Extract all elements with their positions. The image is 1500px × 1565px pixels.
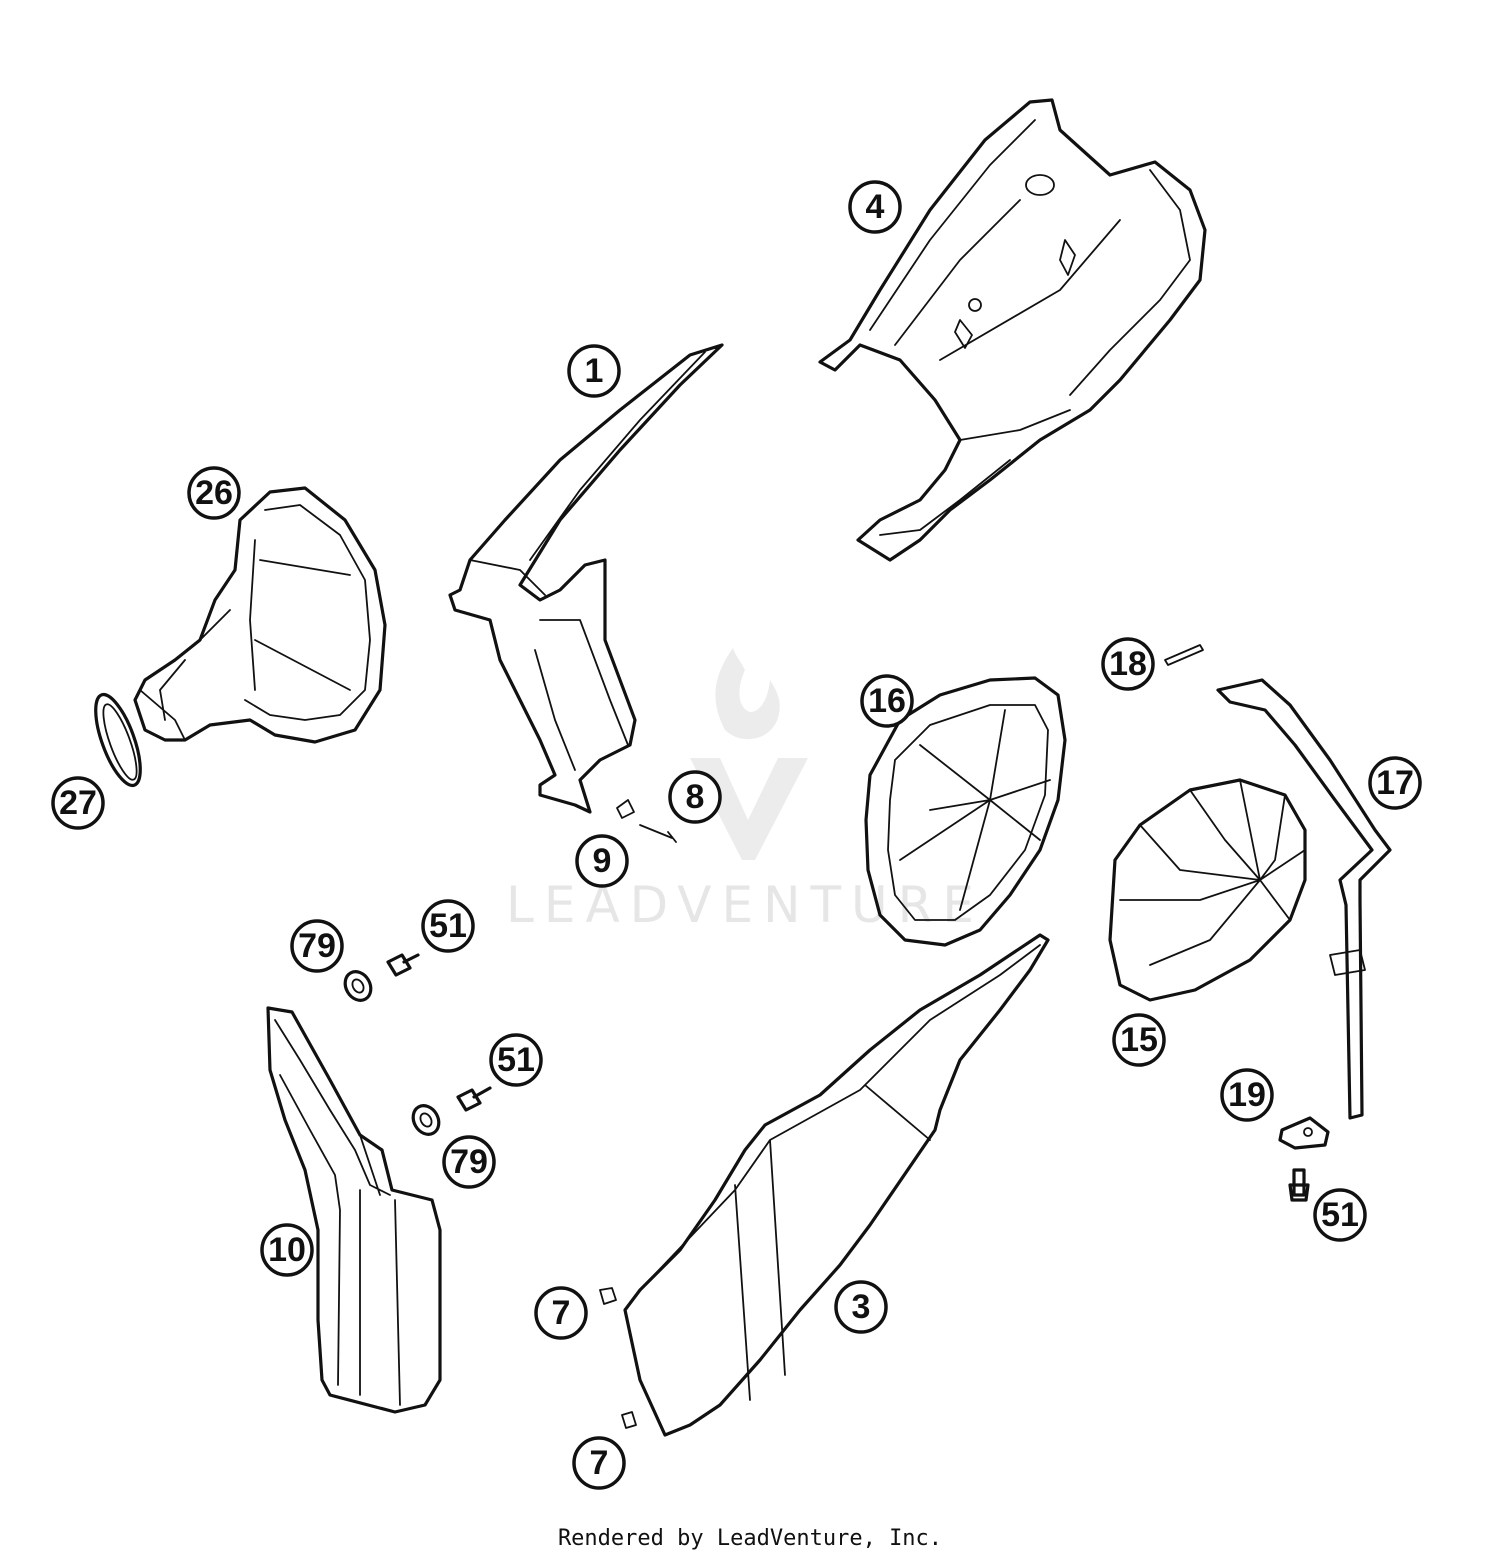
callout-label: 19 [1228, 1076, 1266, 1114]
part-15-air-filter [1108, 778, 1307, 1002]
callout-8: 8 [668, 770, 722, 824]
part-19-bracket [1278, 1116, 1330, 1150]
callout-label: 9 [593, 842, 612, 880]
watermark-logo [690, 648, 808, 860]
part-18-pin [1164, 644, 1204, 666]
callout-51-middle: 51 [489, 1033, 543, 1087]
callout-1: 1 [567, 344, 621, 398]
part-17-filter-bracket [1216, 678, 1392, 1120]
callout-26: 26 [187, 466, 241, 520]
callout-label: 8 [686, 778, 705, 816]
watermark-text: LEADVENTURE [506, 876, 984, 934]
part-4-rear-fender [818, 98, 1207, 562]
callout-label: 27 [59, 784, 97, 822]
callout-9: 9 [575, 834, 629, 888]
callout-label: 51 [429, 907, 467, 945]
callout-label: 3 [852, 1288, 871, 1326]
callout-3: 3 [834, 1280, 888, 1334]
part-10-side-duct [266, 1006, 442, 1414]
footer-credit: Rendered by LeadVenture, Inc. [557, 1526, 943, 1551]
callout-79-lower: 79 [442, 1135, 496, 1189]
callout-label: 79 [298, 927, 336, 965]
callout-4: 4 [848, 180, 902, 234]
part-1-side-panel [448, 343, 724, 814]
callout-27: 27 [51, 776, 105, 830]
callout-7-upper: 7 [534, 1286, 588, 1340]
callout-label: 1 [585, 352, 604, 390]
part-27-hose-clamp [94, 692, 142, 788]
part-79-washer-a [343, 970, 373, 1002]
callout-16: 16 [860, 674, 914, 728]
callout-label: 16 [868, 682, 906, 720]
callout-label: 26 [195, 474, 233, 512]
part-16-filter-cage [864, 676, 1067, 947]
part-79-washer-b [411, 1104, 441, 1136]
part-51-screw-c [1288, 1168, 1310, 1202]
callout-label: 51 [497, 1041, 535, 1079]
callout-15: 15 [1112, 1013, 1166, 1067]
callout-7-lower: 7 [572, 1436, 626, 1490]
callout-17: 17 [1368, 756, 1422, 810]
callout-label: 18 [1109, 645, 1147, 683]
callout-51-right: 51 [1313, 1188, 1367, 1242]
callout-label: 10 [268, 1231, 306, 1269]
part-26-intake-boot [133, 486, 387, 744]
callout-label: 7 [590, 1444, 609, 1482]
part-9-washer [616, 799, 635, 819]
part-51-screw-b [456, 1086, 492, 1112]
part-3-side-panel [599, 933, 1050, 1437]
callout-10: 10 [260, 1223, 314, 1277]
callout-label: 4 [866, 188, 885, 226]
callout-label: 79 [450, 1143, 488, 1181]
callout-51-upper: 51 [421, 899, 475, 953]
callout-label: 51 [1321, 1196, 1359, 1234]
part-8-screw [639, 824, 677, 843]
callout-label: 7 [552, 1294, 571, 1332]
callout-18: 18 [1101, 637, 1155, 691]
callout-label: 17 [1376, 764, 1414, 802]
callout-19: 19 [1220, 1068, 1274, 1122]
part-51-screw-a [386, 953, 420, 977]
callout-label: 15 [1120, 1021, 1158, 1059]
callout-79-upper: 79 [290, 919, 344, 973]
